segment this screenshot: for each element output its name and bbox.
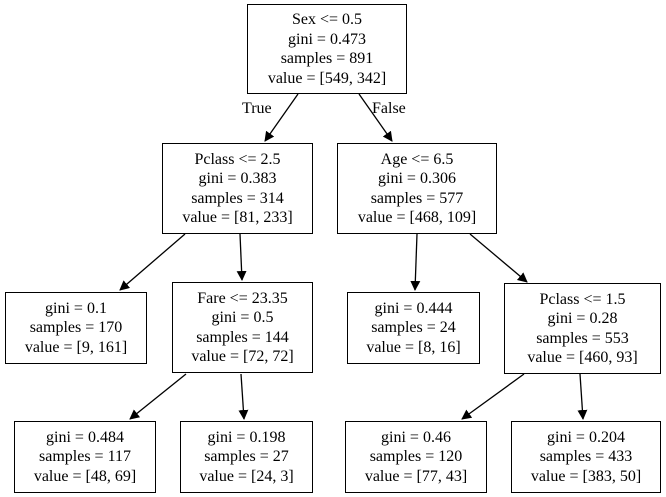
node-value: value = [468, 109] (357, 209, 477, 226)
node-gini: gini = 0.28 (547, 310, 618, 327)
node-split-rule: Sex <= 0.5 (291, 11, 363, 28)
edge-pclass-left-to-leaf-gini-0.1 (119, 233, 186, 291)
node-samples: samples = 117 (39, 448, 131, 466)
tree-node-fare: Fare <= 23.35 gini = 0.5 samples = 144 v… (172, 282, 313, 373)
tree-node-pclass-left: Pclass <= 2.5 gini = 0.383 samples = 314… (162, 143, 313, 234)
node-value: value = [48, 69] (33, 467, 137, 485)
node-split-rule: Pclass <= 2.5 (194, 150, 281, 168)
edge-root-to-pclass-left (264, 93, 299, 142)
node-value: value = [460, 93] (527, 349, 638, 366)
node-value: value = [9, 161] (24, 338, 128, 356)
node-gini: gini = 0.198 (207, 428, 286, 446)
tree-node-age: Age <= 6.5 gini = 0.306 samples = 577 va… (337, 143, 497, 234)
node-gini: gini = 0.5 (211, 309, 274, 326)
node-gini: gini = 0.484 (46, 428, 124, 446)
node-samples: samples = 170 (29, 319, 123, 337)
edge-age-to-leaf-gini-0.444 (410, 233, 421, 291)
node-samples: samples = 27 (204, 448, 289, 466)
edge-root-to-age (358, 93, 393, 142)
node-gini: gini = 0.306 (378, 170, 456, 187)
tree-leaf-gini-0.204: gini = 0.204 samples = 433 value = [383,… (511, 421, 661, 493)
node-value: value = [81, 233] (182, 209, 293, 226)
tree-leaf-gini-0.46: gini = 0.46 samples = 120 value = [77, 4… (345, 421, 487, 493)
edge-label-true: True (242, 100, 272, 117)
tree-leaf-gini-0.444: gini = 0.444 samples = 24 value = [8, 16… (347, 292, 480, 364)
tree-node-root: Sex <= 0.5 gini = 0.473 samples = 891 va… (247, 4, 407, 94)
node-gini: gini = 0.204 (547, 428, 625, 446)
node-gini: gini = 0.1 (45, 299, 107, 317)
edge-fare-to-leaf-gini-0.198 (238, 373, 249, 420)
node-samples: samples = 314 (191, 189, 284, 207)
node-samples: samples = 24 (371, 319, 456, 337)
node-gini: gini = 0.46 (381, 428, 451, 446)
node-gini: gini = 0.444 (374, 299, 453, 317)
node-samples: samples = 891 (280, 50, 374, 67)
tree-leaf-gini-0.1: gini = 0.1 samples = 170 value = [9, 161… (5, 292, 147, 364)
edge-fare-to-leaf-gini-0.484 (129, 373, 187, 420)
node-samples: samples = 577 (370, 189, 464, 207)
edge-pclass-right-to-leaf-gini-0.46 (461, 373, 525, 420)
tree-leaf-gini-0.484: gini = 0.484 samples = 117 value = [48, … (14, 421, 156, 493)
node-value: value = [8, 16] (366, 338, 461, 356)
tree-node-pclass-right: Pclass <= 1.5 gini = 0.28 samples = 553 … (504, 283, 661, 374)
node-value: value = [77, 43] (364, 467, 468, 485)
node-value: value = [383, 50] (530, 467, 642, 485)
edge-label-false: False (372, 100, 406, 117)
edge-pclass-right-to-leaf-gini-0.204 (577, 373, 588, 420)
node-split-rule: Fare <= 23.35 (197, 289, 288, 307)
node-samples: samples = 120 (369, 448, 463, 466)
node-gini: gini = 0.473 (288, 30, 366, 48)
node-samples: samples = 144 (196, 328, 289, 346)
node-samples: samples = 553 (536, 329, 629, 347)
node-value: value = [549, 342] (267, 69, 387, 87)
node-split-rule: Age <= 6.5 (380, 150, 454, 168)
node-value: value = [24, 3] (199, 467, 294, 485)
node-split-rule: Pclass <= 1.5 (539, 290, 626, 308)
edge-age-to-pclass-right (469, 233, 528, 283)
edge-pclass-left-to-fare (236, 233, 247, 281)
node-value: value = [72, 72] (191, 348, 294, 365)
node-gini: gini = 0.383 (198, 170, 277, 187)
tree-leaf-gini-0.198: gini = 0.198 samples = 27 value = [24, 3… (180, 421, 313, 493)
node-samples: samples = 433 (539, 448, 633, 466)
